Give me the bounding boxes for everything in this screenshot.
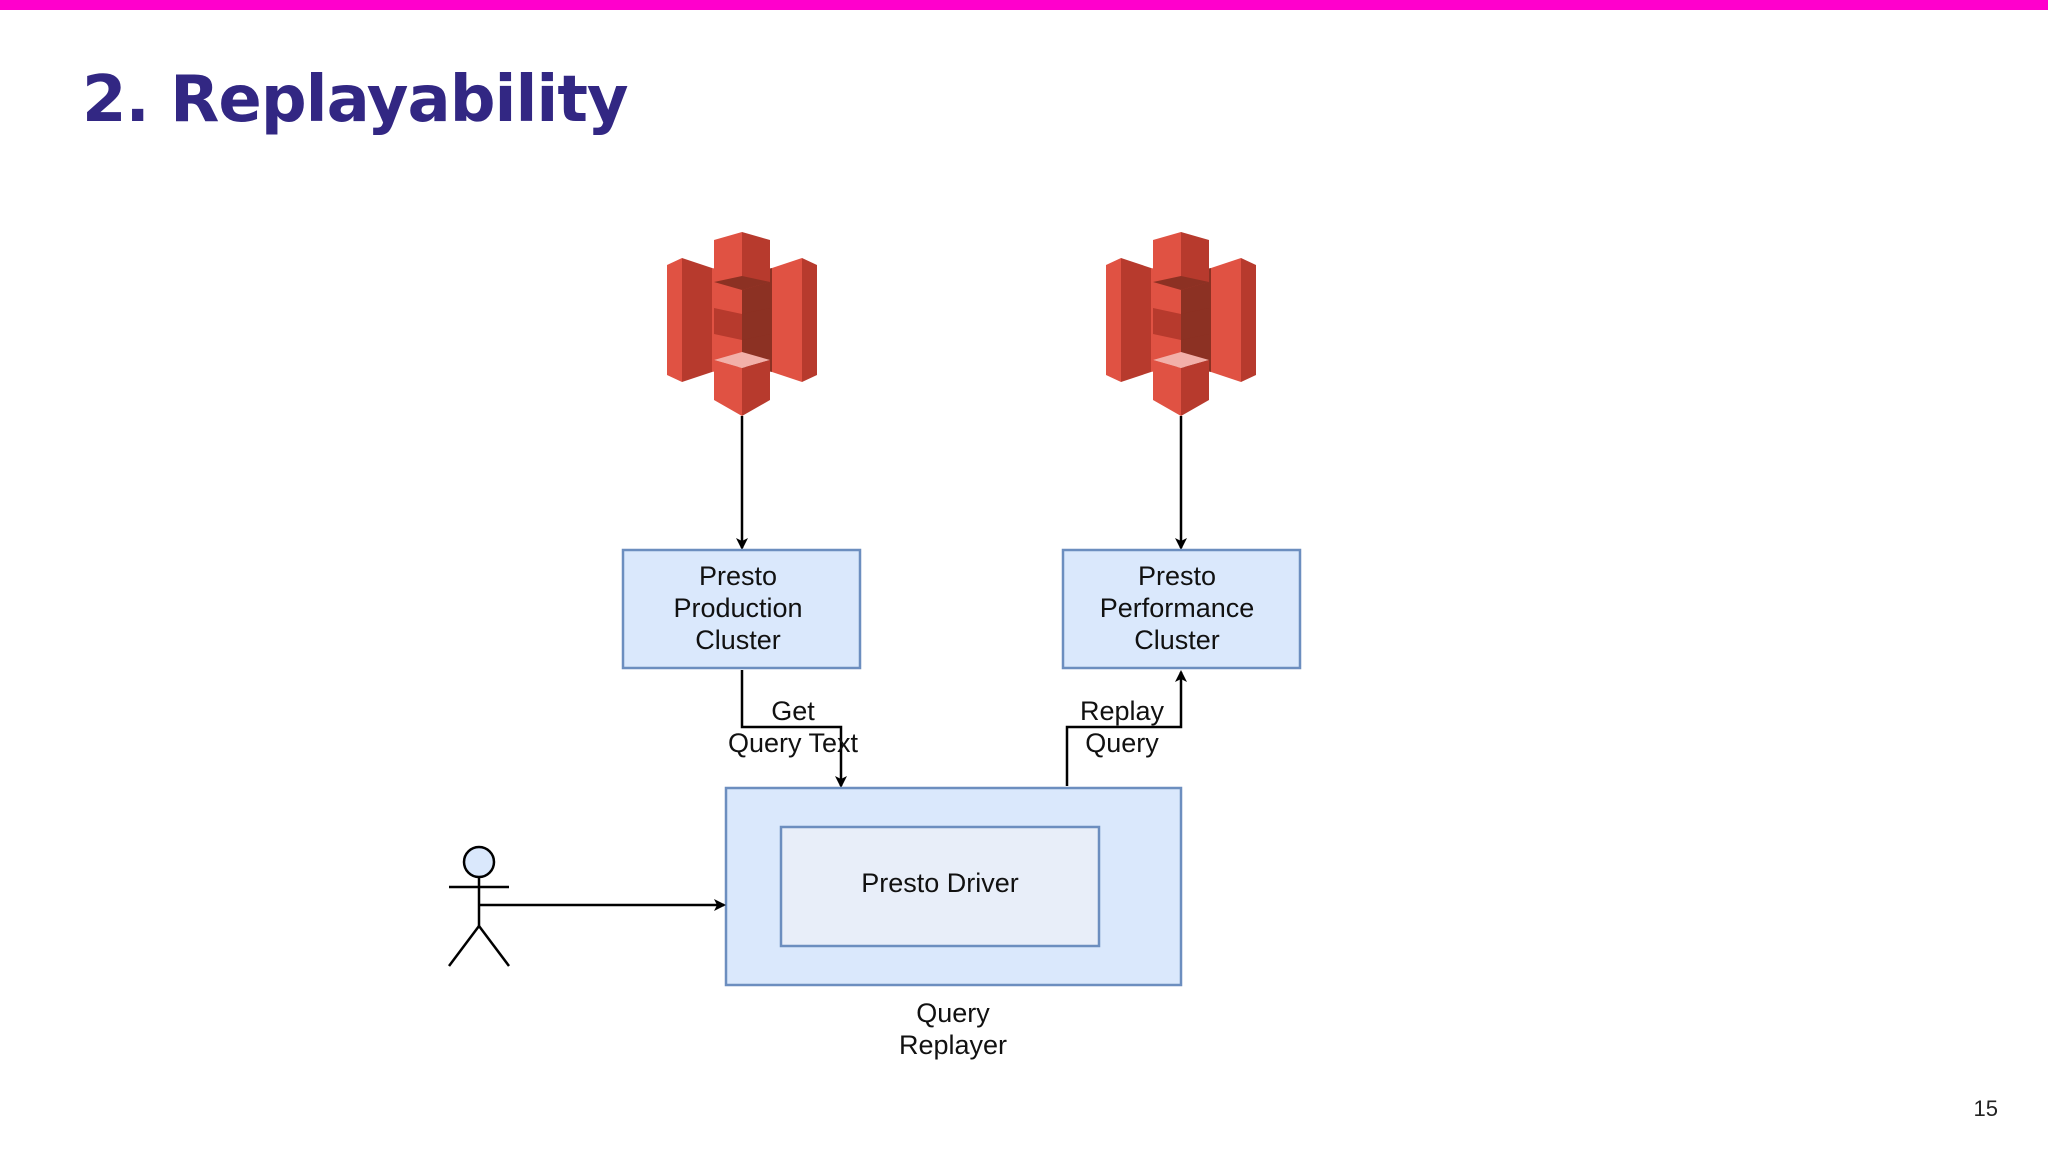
accent-bar xyxy=(0,0,2048,10)
production-label-line3: Cluster xyxy=(695,625,781,655)
edge-label-replay: Replay xyxy=(1080,696,1165,726)
user-actor-icon xyxy=(448,845,510,967)
driver-label: Presto Driver xyxy=(861,868,1019,898)
s3-bucket-production-icon xyxy=(667,232,817,416)
page-number: 15 xyxy=(1973,1096,1998,1121)
edge-label-query-text: Query Text xyxy=(728,728,859,758)
edge-label-query: Query xyxy=(1085,728,1159,758)
performance-label-line2: Performance xyxy=(1100,593,1255,623)
edge-replay-query xyxy=(1065,670,1187,786)
edge-get-query-text xyxy=(740,670,847,788)
node-presto-production-cluster: Presto Production Cluster xyxy=(621,548,862,670)
production-label-line1: Presto xyxy=(699,561,777,591)
replayer-label-line1: Query xyxy=(916,998,990,1028)
node-presto-performance-cluster: Presto Performance Cluster xyxy=(1061,548,1302,670)
node-query-replayer: Presto Driver Query Replayer xyxy=(724,786,1183,1060)
s3-bucket-performance-icon xyxy=(1106,232,1256,416)
node-presto-driver: Presto Driver xyxy=(779,825,1101,948)
slide-title: 2. Replayability xyxy=(82,63,629,137)
edge-label-get: Get xyxy=(771,696,815,726)
production-label-line2: Production xyxy=(673,593,802,623)
performance-label-line1: Presto xyxy=(1138,561,1216,591)
replayer-label-line2: Replayer xyxy=(899,1030,1007,1060)
performance-label-line3: Cluster xyxy=(1134,625,1220,655)
